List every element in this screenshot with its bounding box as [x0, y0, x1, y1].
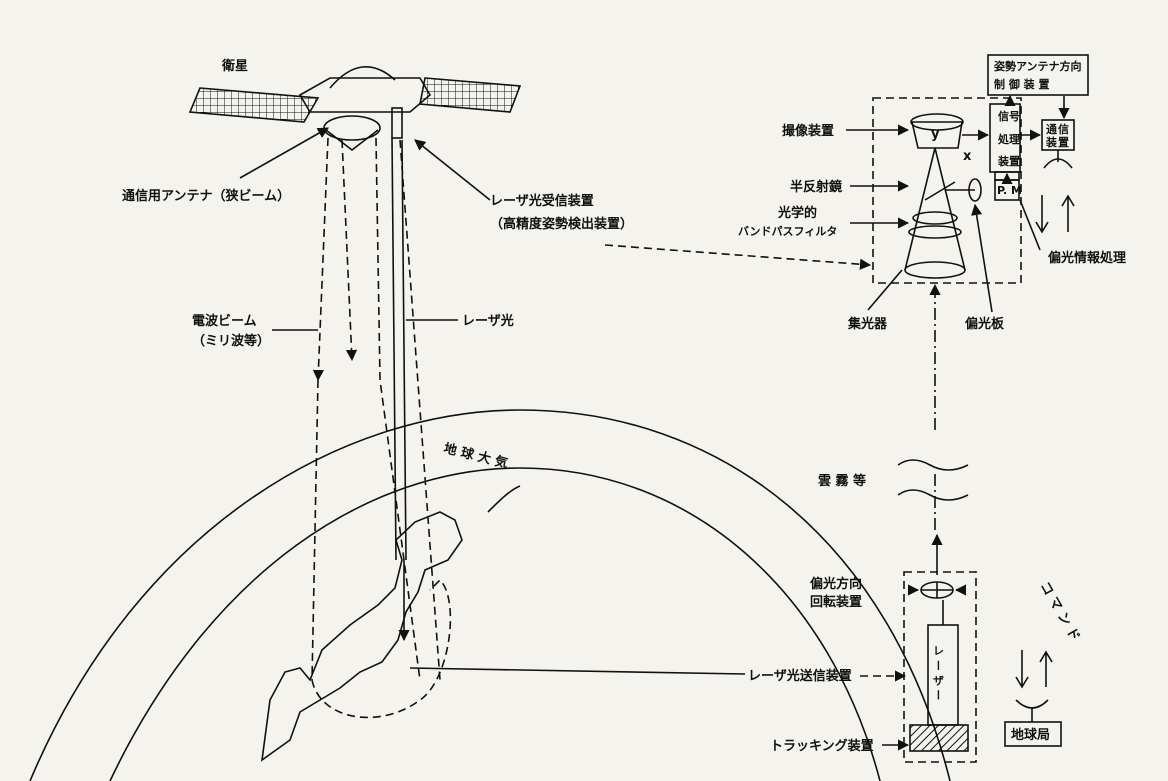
solar-panel-right	[419, 77, 522, 113]
bpf-label-1: 光学的	[777, 205, 817, 221]
command-up-arrow-icon	[1039, 650, 1053, 687]
attitude-control-box	[987, 54, 1089, 96]
condenser-label: 集光器	[847, 316, 888, 332]
satellite	[188, 66, 522, 152]
laser-beam-up	[391, 137, 397, 561]
polarizer-plate	[968, 178, 982, 202]
receiver-box	[872, 97, 1022, 284]
pol-info-label: 偏光情報処理	[1048, 250, 1126, 266]
signal-proc-char-1: 信	[998, 109, 1009, 123]
pm-label: P. M	[997, 184, 1022, 197]
y-axis-label: y	[931, 127, 940, 142]
command-down-arrow-icon	[1015, 650, 1029, 689]
solar-panel-left	[188, 87, 320, 123]
transmitter-box	[903, 571, 977, 763]
attitude-control-label-2: 制 御 装 置	[994, 77, 1050, 91]
laser-receiver-tube	[391, 107, 403, 139]
ground-station-box	[1004, 721, 1062, 747]
comm-device-char-1: 通	[1046, 123, 1057, 136]
down-arrow-icon	[1035, 195, 1049, 234]
hokkaido-outline	[487, 485, 521, 513]
x-axis-label: x	[963, 149, 972, 164]
bpf-label-2: バンドパスフィルタ	[738, 225, 837, 238]
up-arrow-icon	[1061, 194, 1075, 232]
half-mirror	[924, 181, 956, 201]
laser-receiver-label-1: レーザ光受信装置	[490, 193, 594, 209]
condenser-lens	[904, 261, 966, 279]
cloud-wave-1	[897, 459, 969, 471]
polarizer-label: 偏光板	[965, 316, 1005, 332]
signal-proc-char-5: 装	[997, 154, 1009, 168]
imaging-device	[910, 121, 963, 149]
tracking-device	[909, 724, 969, 752]
comm-device-char-4: 置	[1058, 136, 1069, 149]
radio-beam-label-2: （ミリ波等）	[192, 333, 270, 349]
tracking-label: トラッキング装置	[770, 738, 874, 754]
comm-antenna-dish	[323, 115, 381, 141]
satellite-label: 衛星	[221, 58, 248, 74]
ground-station-label: 地球局	[1011, 727, 1050, 743]
comm-antenna-label: 通信用アンテナ（狭ビーム）	[122, 188, 290, 204]
signal-proc-char-4: 理	[1009, 133, 1020, 146]
radio-beam-label-1: 電波ビーム	[192, 313, 257, 329]
laser-transmitter-label: レーザ光送信装置	[748, 668, 852, 684]
laser-label: レ ー ザ ー	[932, 645, 945, 701]
cloud-wave-2	[897, 489, 969, 501]
half-mirror-label: 半反射鏡	[790, 179, 842, 195]
clouds-label: 雲 霧 等	[818, 473, 866, 489]
signal-proc-char-6: 置	[1009, 155, 1020, 168]
ground-station-antenna-icon	[1015, 699, 1049, 709]
pol-rotator-label-2: 回転装置	[810, 594, 862, 610]
comm-device-char-2: 信	[1058, 122, 1069, 136]
laser-receiver-label-2: （高精度姿勢検出装置）	[490, 216, 633, 232]
earth-surface-arc	[109, 467, 881, 781]
laser-transmitter-leader	[409, 667, 746, 675]
pol-rotator-label-1: 偏光方向	[810, 576, 862, 592]
command-label: コ マ ン ド	[1037, 580, 1083, 644]
comm-device-char-3: 装	[1045, 135, 1057, 149]
japan-outline	[260, 511, 463, 762]
imaging-label: 撮像装置	[782, 123, 834, 139]
laser-light-label: レーザ光	[462, 313, 514, 329]
signal-proc-char-2: 号	[1009, 110, 1020, 123]
attitude-control-label-1: 姿勢アンテナ方向	[994, 59, 1082, 73]
earth-atmosphere-label: 地 球 大 気	[442, 440, 510, 471]
signal-proc-char-3: 処	[997, 132, 1010, 146]
atmosphere-outer-arc	[29, 409, 951, 781]
